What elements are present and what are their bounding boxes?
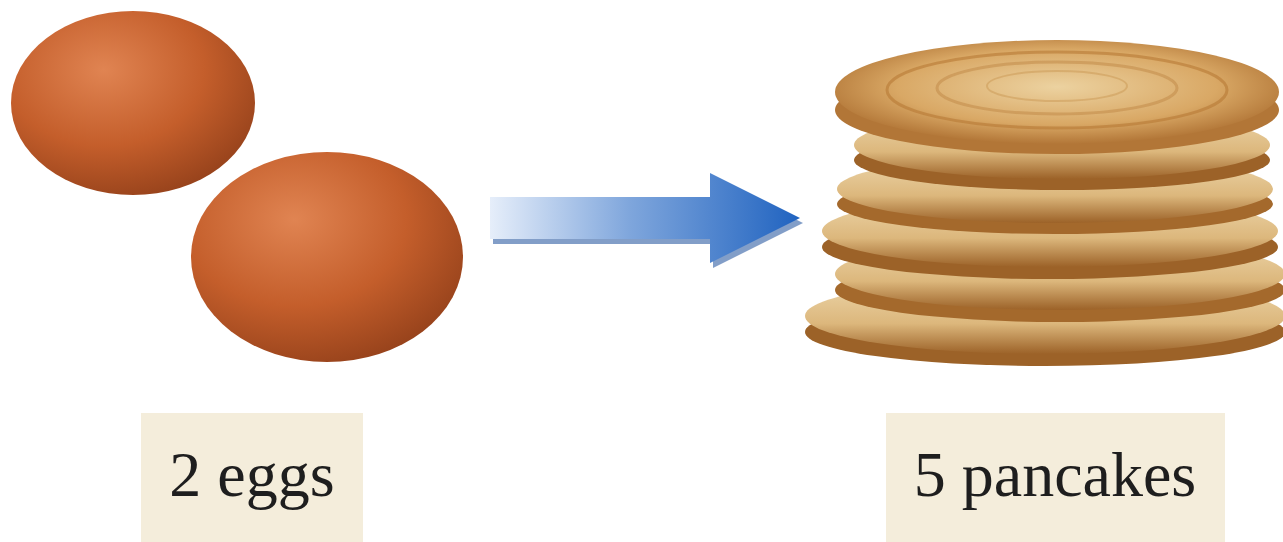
- step-node: 2 eggs: [0, 0, 470, 542]
- pancake-stack: [805, 40, 1283, 366]
- arrow-body: [490, 173, 800, 263]
- block-arrow: [490, 173, 803, 268]
- step-node: 5 pancakes: [800, 0, 1283, 542]
- egg-picture: [11, 11, 463, 362]
- quantity-label: 2 eggs: [141, 413, 363, 542]
- quantity-label: 5 pancakes: [886, 413, 1225, 542]
